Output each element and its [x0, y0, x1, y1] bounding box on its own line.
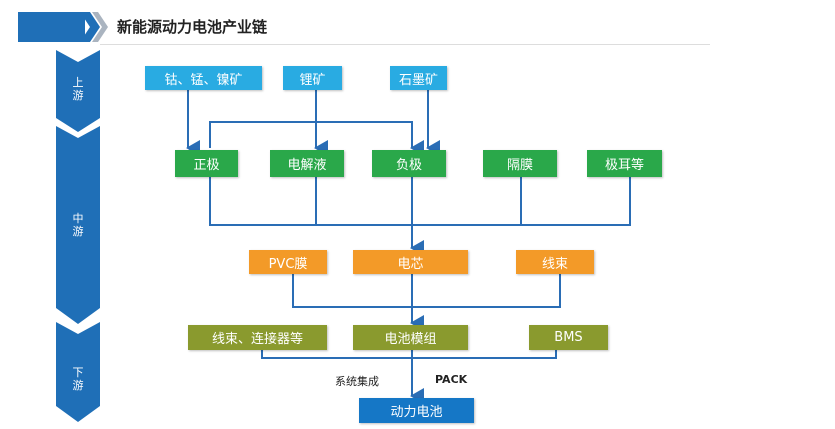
title-divider: [100, 44, 710, 45]
node-pvc-film: PVC膜: [249, 250, 327, 274]
node-power-battery: 动力电池: [359, 398, 474, 423]
node-electrolyte: 电解液: [270, 150, 344, 177]
label-pack: PACK: [435, 373, 468, 386]
node-bms: BMS: [529, 325, 608, 350]
node-cathode: 正极: [175, 150, 238, 177]
stage-downstream: 下游: [72, 366, 84, 392]
stage-arrows: [56, 50, 100, 422]
header-bar: [18, 12, 85, 42]
page-title: 新能源动力电池产业链: [117, 18, 268, 36]
node-battery-module: 电池模组: [353, 325, 468, 350]
stage-midstream: 中游: [72, 212, 84, 238]
chevron-icon: [80, 12, 108, 42]
node-anode: 负极: [372, 150, 446, 177]
node-harness-connectors: 线束、连接器等: [188, 325, 327, 350]
label-system-integration: 系统集成: [335, 375, 379, 388]
node-wire-harness: 线束: [516, 250, 594, 274]
node-lithium: 锂矿: [283, 66, 342, 90]
node-graphite: 石墨矿: [390, 66, 447, 90]
node-separator: 隔膜: [483, 150, 557, 177]
node-cobalt-manganese-nickel: 钴、锰、镍矿: [145, 66, 262, 90]
node-tabs: 极耳等: [587, 150, 662, 177]
node-cell: 电芯: [353, 250, 468, 274]
stage-upstream: 上游: [72, 76, 84, 102]
